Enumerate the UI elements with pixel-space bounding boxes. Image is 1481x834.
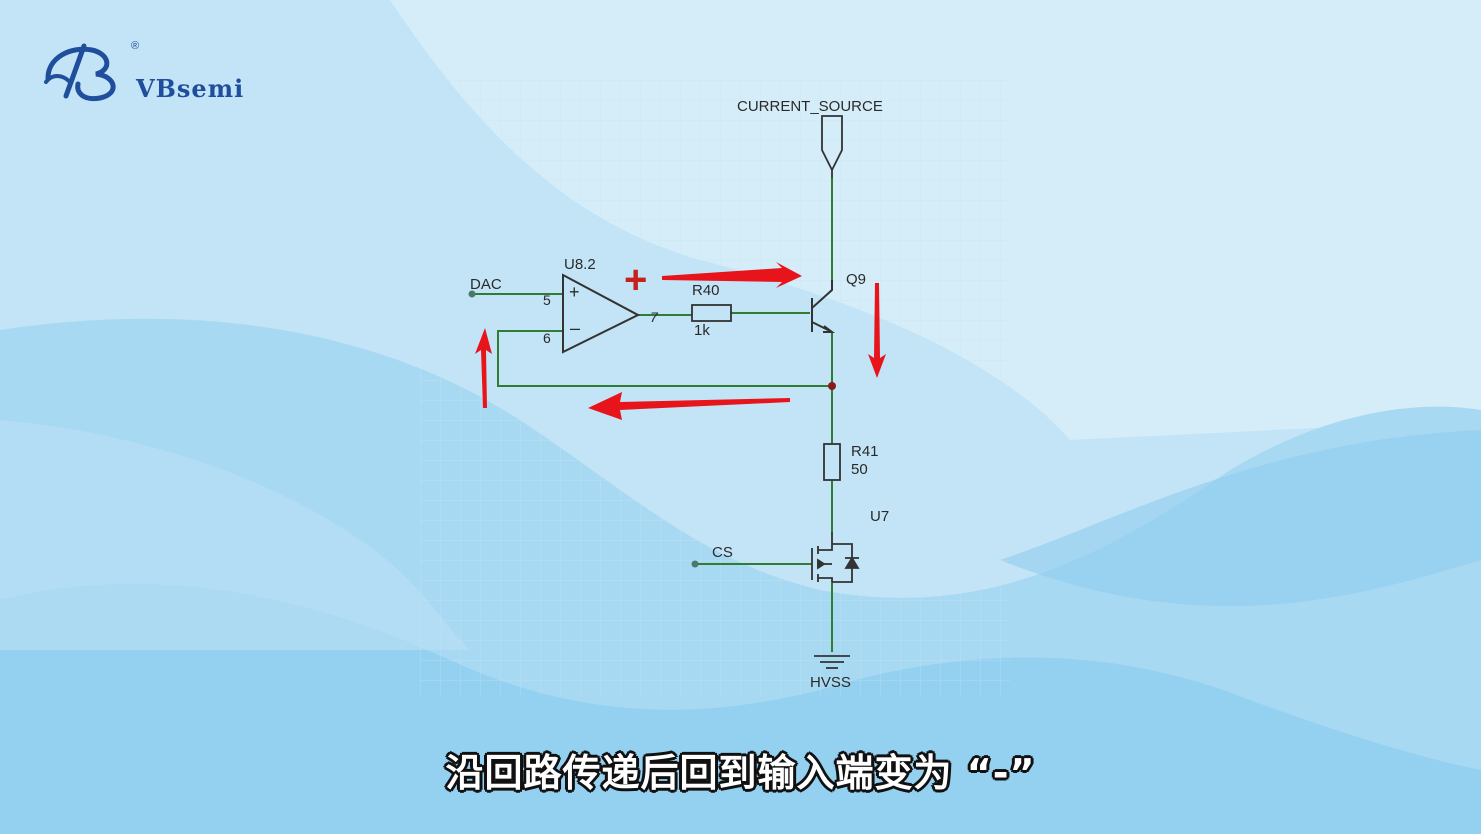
dac-terminal (468, 290, 476, 298)
r41-value-label: 50 (851, 461, 868, 478)
arrow-left-icon (588, 392, 790, 420)
junction-node (828, 382, 836, 390)
q9-ref-label: Q9 (846, 271, 867, 288)
schematic-grid (420, 80, 1010, 695)
annotation-arrows (475, 262, 886, 420)
u7-ref-label: U7 (870, 508, 890, 525)
u7-mosfet-symbol (811, 532, 860, 583)
vb-logo-mark-icon (44, 43, 116, 102)
net-label-cs: CS (712, 544, 733, 561)
opamp-minus-sign: – (570, 318, 581, 338)
r40-resistor (691, 304, 732, 322)
opamp-plus-sign: + (569, 282, 580, 302)
circuit-schematic (420, 80, 1010, 695)
arrow-down-icon (868, 283, 886, 378)
arrow-right-icon (662, 262, 802, 288)
video-subtitle: 沿回路传递后回到输入端变为 “-” (445, 751, 1036, 795)
current-source-port-icon (821, 115, 843, 178)
annotation-plus-sign: + (624, 258, 648, 302)
arrow-up-icon (475, 328, 492, 408)
r40-ref-label: R40 (692, 282, 720, 299)
opamp-ref-label: U8.2 (564, 256, 596, 273)
wires (472, 178, 833, 652)
opamp-pin-5: 5 (543, 292, 551, 308)
net-label-current-source: CURRENT_SOURCE (737, 98, 883, 115)
opamp-pin-7: 7 (650, 309, 658, 325)
r40-value-label: 1k (694, 322, 710, 339)
brand-name: VBsemi (136, 74, 245, 103)
cs-terminal (691, 560, 699, 568)
r41-resistor (823, 443, 841, 481)
opamp-pin-6: 6 (543, 330, 551, 346)
registered-mark: ® (131, 40, 140, 52)
net-label-dac: DAC (470, 276, 502, 293)
opamp-u8-symbol (562, 273, 641, 354)
r41-ref-label: R41 (851, 443, 879, 460)
vbsemi-logo (40, 38, 270, 108)
q9-transistor-symbol (811, 280, 835, 333)
net-label-hvss: HVSS (810, 674, 851, 691)
ground-icon (814, 655, 850, 669)
